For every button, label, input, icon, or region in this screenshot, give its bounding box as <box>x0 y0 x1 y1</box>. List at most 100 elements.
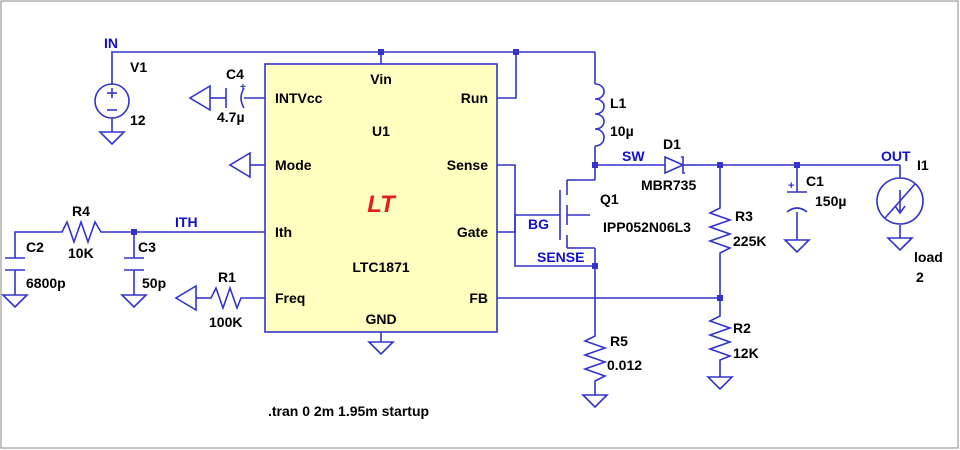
r2-ref: R2 <box>733 320 751 336</box>
ic-u1[interactable]: Vin INTVcc Run U1 Mode Sense LT Ith Gate… <box>264 63 498 333</box>
resistor-r2[interactable]: R2 12K <box>707 310 759 365</box>
c4-plate-b <box>240 87 245 109</box>
wire-in-rail <box>111 51 595 85</box>
l1-coil <box>594 83 605 147</box>
v1-ref: V1 <box>130 59 147 75</box>
wire-c2-top <box>14 231 55 258</box>
inductor-l1[interactable]: L1 10µ <box>594 83 634 147</box>
junctions <box>131 49 800 301</box>
v1-value: 12 <box>130 112 146 128</box>
r1-value: 100K <box>209 314 242 330</box>
i1-symbol <box>876 177 924 225</box>
q1-ref: Q1 <box>600 191 619 207</box>
net-label-bg: BG <box>528 216 549 232</box>
ground-ic-icon <box>367 341 395 356</box>
capacitor-c2[interactable]: C2 6800p <box>5 239 66 291</box>
pin-vin-label: Vin <box>370 71 392 87</box>
junction-c1 <box>794 162 800 168</box>
l1-ref: L1 <box>610 95 627 111</box>
net-label-out: OUT <box>881 148 911 164</box>
c2-value: 6800p <box>26 275 66 291</box>
c2-ref: C2 <box>26 239 44 255</box>
capacitor-c1[interactable]: + C1 150µ <box>786 173 846 213</box>
junction-run <box>513 49 519 55</box>
capacitor-c4[interactable]: + C4 4.7µ <box>217 66 246 125</box>
ground-v1-icon <box>98 131 126 146</box>
c1-polarity: + <box>788 180 794 192</box>
wires <box>14 51 901 395</box>
i1-value2: 2 <box>916 269 924 285</box>
net-label-sense: SENSE <box>537 249 584 265</box>
ground-r5-icon <box>581 394 609 409</box>
r4-zigzag <box>55 219 108 245</box>
v1-symbol <box>94 83 130 119</box>
junction-sense <box>592 263 598 269</box>
current-source-i1[interactable]: I1 load 2 <box>876 157 943 285</box>
r5-value: 0.012 <box>607 357 642 373</box>
capacitor-c3[interactable]: C3 50p <box>124 239 166 291</box>
ground-r1-icon <box>174 284 197 312</box>
ground-symbols <box>1 84 914 409</box>
ic-body <box>264 63 498 333</box>
r4-ref: R4 <box>72 203 90 219</box>
pin-run-label: Run <box>461 90 488 106</box>
wire-sense <box>497 164 595 267</box>
r2-zigzag <box>707 310 733 365</box>
c3-ref: C3 <box>138 239 156 255</box>
pin-gnd-label: GND <box>365 311 396 327</box>
q1-value: IPP052N06L3 <box>603 219 691 235</box>
r2-value: 12K <box>733 345 759 361</box>
d1-triangle <box>664 155 685 175</box>
wire-run <box>497 52 517 99</box>
pin-intvcc-label: INTVcc <box>275 90 323 106</box>
voltage-source-v1[interactable]: V1 12 <box>94 59 147 128</box>
ground-c1-icon <box>783 239 811 254</box>
spice-directive[interactable]: .tran 0 2m 1.95m startup <box>268 403 429 419</box>
mosfet-q1[interactable]: Q1 IPP052N06L3 <box>559 179 691 249</box>
c3-value: 50p <box>142 275 166 291</box>
resistor-r3[interactable]: R3 225K <box>707 200 766 262</box>
net-label-sw: SW <box>622 148 645 164</box>
ground-c2-icon <box>1 294 29 309</box>
c1-value: 150µ <box>815 193 846 209</box>
pin-sense-label: Sense <box>447 157 488 173</box>
r3-zigzag <box>707 200 733 262</box>
net-label-ith: ITH <box>175 214 198 230</box>
pin-fb-label: FB <box>469 290 488 306</box>
resistor-r4[interactable]: R4 10K <box>55 203 108 261</box>
ground-c4-icon <box>188 84 211 112</box>
ic-part-label: LTC1871 <box>352 259 410 275</box>
r5-zigzag <box>582 330 608 388</box>
l1-value: 10µ <box>610 123 634 139</box>
i1-value: load <box>914 249 943 265</box>
r1-ref: R1 <box>218 269 236 285</box>
ground-r2-icon <box>706 376 734 391</box>
resistor-r5[interactable]: R5 0.012 <box>582 330 642 388</box>
ground-c3-icon <box>120 294 148 309</box>
junction-r3 <box>717 162 723 168</box>
pin-freq-label: Freq <box>275 290 305 306</box>
ground-mode-icon <box>228 151 251 179</box>
d1-ref: D1 <box>663 136 681 152</box>
junction-ith <box>131 229 137 235</box>
c4-value: 4.7µ <box>217 109 245 125</box>
c1-ref: C1 <box>806 173 824 189</box>
c1-plate-b <box>786 207 808 213</box>
pin-gate-label: Gate <box>457 224 488 240</box>
lt-logo: LT <box>367 191 397 218</box>
c4-polarity: + <box>240 82 246 93</box>
resistor-r1[interactable]: R1 100K <box>205 269 245 330</box>
ground-i1-icon <box>886 237 914 252</box>
junction-vin <box>378 49 384 55</box>
net-labels: IN OUT SW ITH BG SENSE <box>104 35 911 265</box>
r1-zigzag <box>205 285 245 311</box>
r5-ref: R5 <box>610 333 628 349</box>
i1-ref: I1 <box>917 157 929 173</box>
pin-ith-label: Ith <box>275 224 292 240</box>
r4-value: 10K <box>68 245 94 261</box>
junction-fb <box>717 295 723 301</box>
pin-mode-label: Mode <box>275 157 312 173</box>
diode-d1[interactable]: D1 MBR735 <box>641 136 696 193</box>
